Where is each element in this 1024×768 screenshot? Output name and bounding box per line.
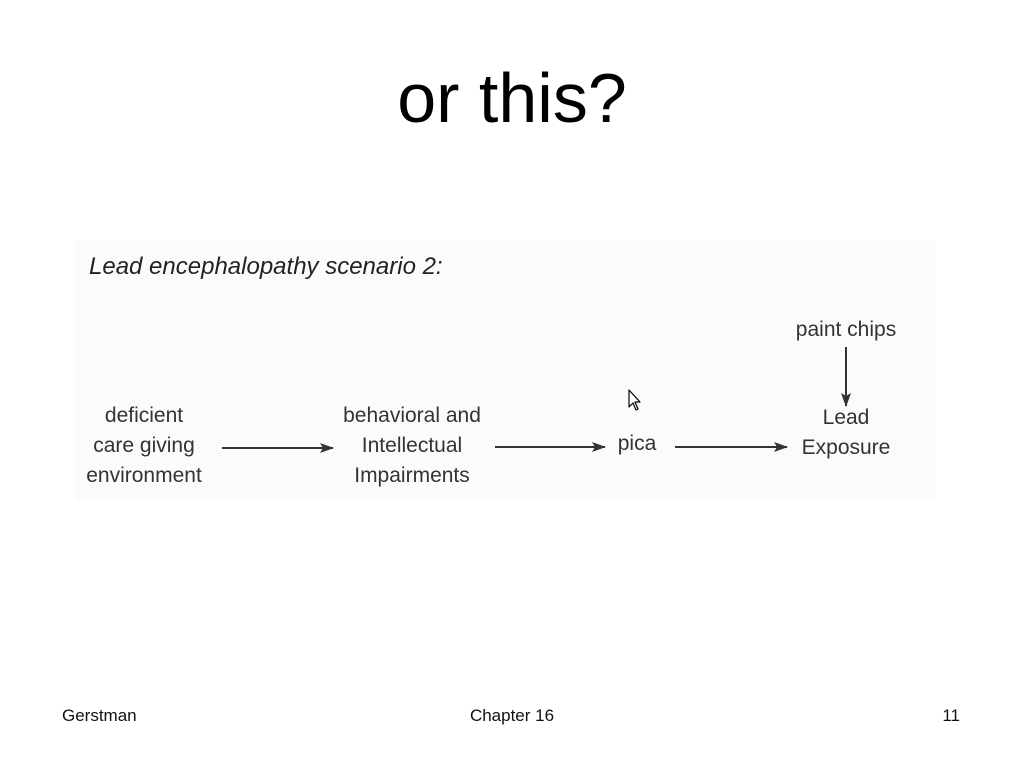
- node-line: behavioral and: [343, 404, 481, 427]
- node-line: Exposure: [801, 436, 891, 459]
- mouse-pointer-icon: [628, 389, 641, 411]
- node-line: environment: [86, 464, 202, 487]
- node-line: deficient: [104, 404, 184, 427]
- node-line: Intellectual: [361, 434, 463, 457]
- node-behavioral-intellectual-impairments: behavioral and Intellectual Impairments: [326, 401, 498, 491]
- footer-chapter: Chapter 16: [469, 706, 555, 725]
- node-line: paint chips: [795, 318, 897, 341]
- slide-title: or this?: [397, 59, 627, 137]
- node-line: Lead: [822, 406, 870, 429]
- node-lead-exposure: Lead Exposure: [780, 403, 912, 463]
- node-line: Impairments: [354, 464, 470, 487]
- node-pica: pica: [604, 429, 670, 459]
- node-paint-chips: paint chips: [778, 315, 914, 345]
- footer-author: Gerstman: [62, 706, 137, 725]
- node-line: pica: [617, 432, 657, 455]
- footer-page-number: 11: [942, 706, 960, 725]
- scenario-heading: Lead encephalopathy scenario 2:: [89, 253, 443, 280]
- node-deficient-care-giving-environment: deficient care giving environment: [64, 401, 224, 491]
- node-line: care giving: [93, 434, 195, 457]
- figure-panel: [75, 240, 935, 500]
